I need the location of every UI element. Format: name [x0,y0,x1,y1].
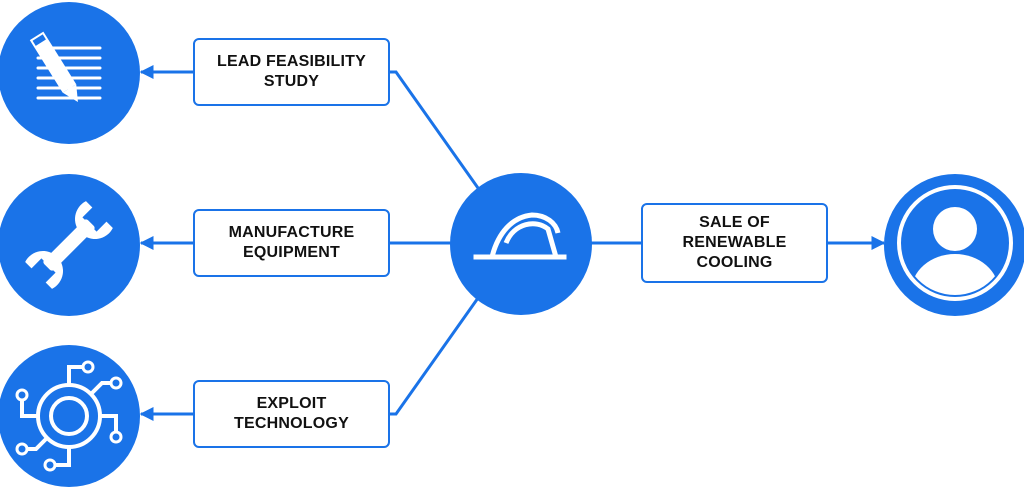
manufacture-line-2: EQUIPMENT [243,244,340,261]
client-circle: CLIENT [884,174,1024,316]
document-pencil-icon [29,31,102,102]
client-avatar-icon: CLIENT [897,185,1013,301]
exploit-line-2: TECHNOLOGY [234,415,349,432]
feasibility-line-2: STUDY [263,73,320,90]
link-hub-to-feasibility [390,70,480,189]
manufacture-icon-circle [0,174,140,316]
manufacture-line-1: MANUFACTURE [228,224,355,241]
sale-line-2: RENEWABLE [682,234,787,251]
hub-circle [450,173,592,315]
feasibility-icon-circle [0,2,140,144]
circuit-gear-icon [15,360,123,472]
sale-line-1: SALE OF [699,214,770,231]
link-hub-to-exploit [390,297,480,416]
feasibility-study-box: LEAD FEASIBILITY STUDY [193,38,390,106]
exploit-icon-circle [0,345,140,487]
sale-line-3: COOLING [696,254,773,271]
svg-text:CLIENT: CLIENT [929,271,981,290]
manufacture-equipment-box: MANUFACTURE EQUIPMENT [193,209,390,277]
feasibility-line-1: LEAD FEASIBILITY [217,53,366,70]
sale-renewable-cooling-box: SALE OF RENEWABLE COOLING [641,203,828,283]
exploit-line-1: EXPLOIT [256,395,327,412]
company-logo-icon [473,212,567,260]
wrench-icon [25,201,113,289]
client-label: CLIENT [929,271,979,290]
exploit-technology-box: EXPLOIT TECHNOLOGY [193,380,390,448]
